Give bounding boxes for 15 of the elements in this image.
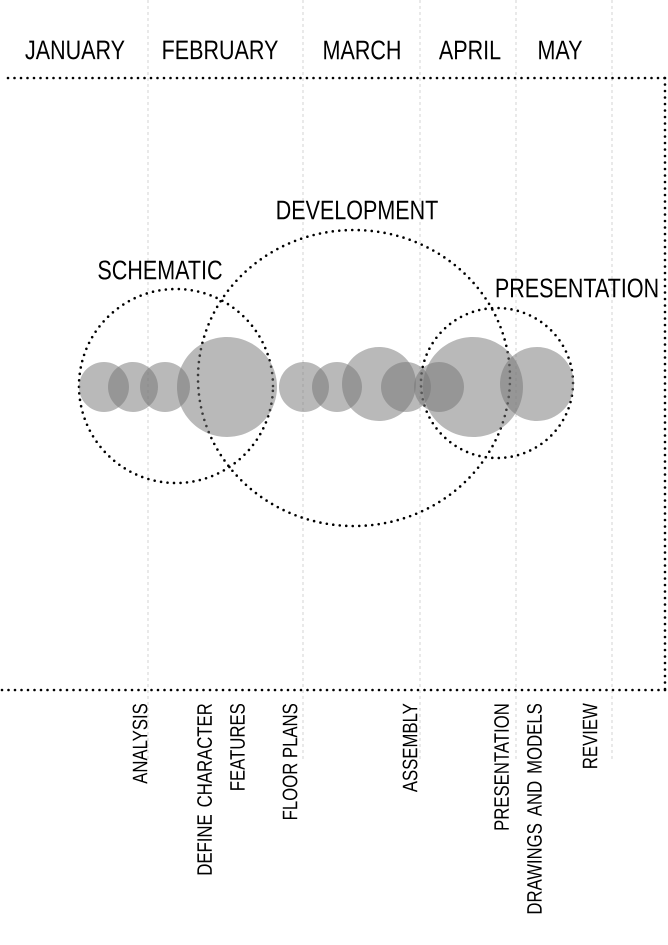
month-label: MAY: [539, 40, 582, 60]
month-label: FEBRUARY: [163, 40, 278, 60]
task-label: ASSEMBLY: [402, 704, 418, 792]
task-label: ANALYSIS: [132, 704, 148, 784]
node-label: PRESENTATION: [496, 278, 658, 298]
task-label: DEFINE CHARACTER FEATURES: [197, 704, 245, 874]
task-label: FLOOR PLANS: [282, 704, 298, 819]
node-label: SCHEMATIC: [98, 260, 222, 280]
node-label: DEVELOPMENT: [277, 200, 438, 220]
task-label: PRESENTATION DRAWINGS AND MODELS: [494, 704, 542, 914]
task-label: REVIEW: [582, 703, 598, 768]
task-circle: [500, 347, 574, 421]
month-label: JANUARY: [25, 40, 125, 60]
month-label: MARCH: [324, 40, 400, 60]
month-label: APRIL: [438, 40, 500, 60]
